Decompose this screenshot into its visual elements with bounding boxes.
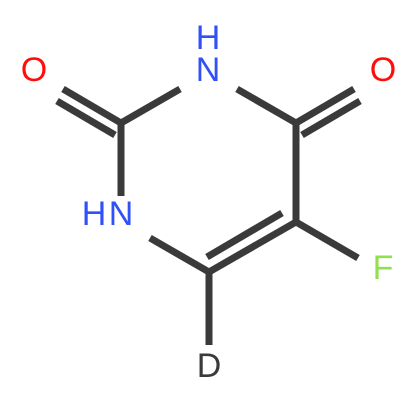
bond-c5-f	[294, 218, 360, 262]
atom-nh-left-h: H	[82, 195, 107, 233]
bond-n3-c4	[235, 85, 298, 127]
bond-c5-c6-inner	[205, 209, 284, 261]
atom-o-left: O	[21, 51, 47, 89]
atom-nh-top-n: N	[196, 51, 221, 89]
atom-nh-top-h: H	[196, 19, 221, 57]
bond-c6-n1	[148, 234, 211, 276]
bond-c2-n3	[119, 85, 182, 127]
bond-c5-c6	[207, 218, 298, 276]
bond-c2-o-left	[61, 85, 123, 127]
bond-c4-o-right-2	[300, 97, 362, 139]
atom-f: F	[373, 249, 394, 287]
atom-o-right: O	[370, 51, 396, 89]
atom-d: D	[197, 347, 222, 385]
bond-c2-o-left-2	[55, 97, 117, 139]
atom-labels: O O H N H N F D	[21, 19, 396, 385]
atom-nh-left-n: N	[109, 195, 134, 233]
bond-c4-o-right	[294, 85, 356, 127]
bond-group	[55, 85, 362, 345]
